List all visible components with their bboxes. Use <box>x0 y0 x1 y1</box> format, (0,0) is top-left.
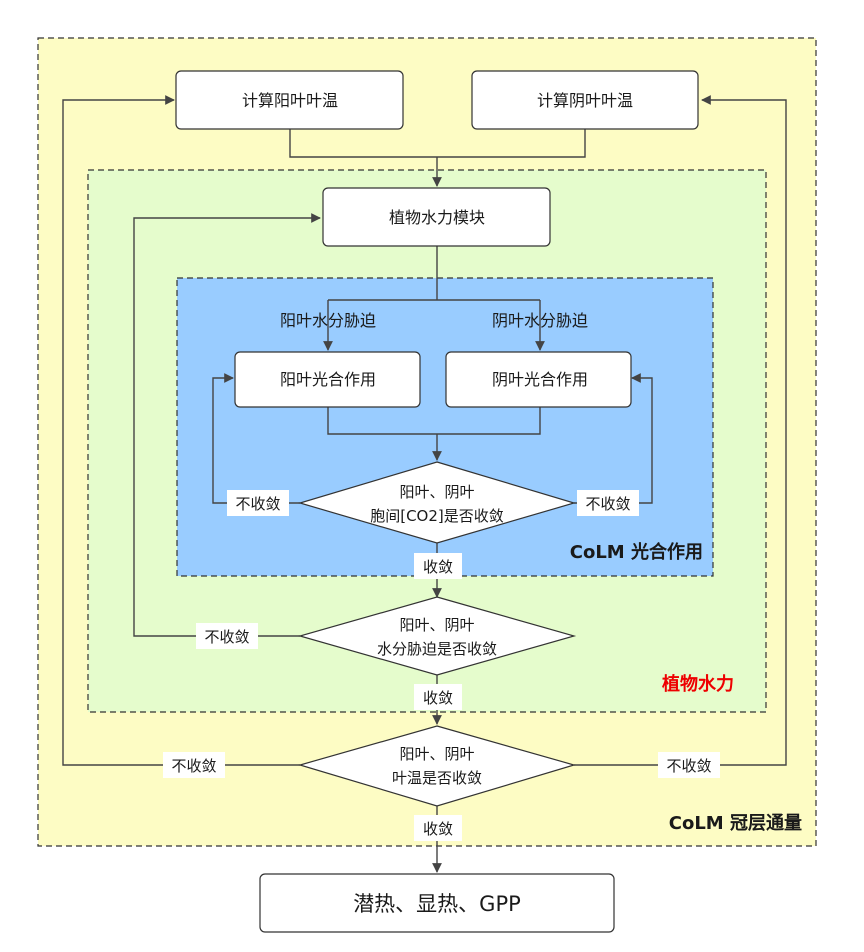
water-stress-convergence-decision <box>297 596 577 676</box>
sun-leaf-photosynthesis-box <box>234 351 421 408</box>
edge-photo-merge <box>327 407 541 435</box>
co2-converged-label: 收敛 <box>423 558 453 576</box>
photosynthesis-region-label: CoLM 光合作用 <box>570 541 703 563</box>
temp-converged-label: 收敛 <box>423 820 453 838</box>
temp-not-converged-right-label: 不收敛 <box>666 757 711 775</box>
water-not-converged-label: 不收敛 <box>204 628 249 646</box>
final-output-label: 潜热、显热、GPP <box>353 892 521 916</box>
plant-hydraulics-module-label: 植物水力模块 <box>389 208 485 227</box>
final-output-box <box>259 873 615 933</box>
temp-decision-line2: 叶温是否收敛 <box>392 769 482 787</box>
plant-hydraulics-module-box <box>322 187 551 247</box>
canopy-region-label: CoLM 冠层通量 <box>669 812 802 834</box>
sun-leaf-photosynthesis-label: 阳叶光合作用 <box>280 370 376 389</box>
calc-sun-leaf-temp-label: 计算阳叶叶温 <box>242 91 338 110</box>
leaf-temp-convergence-decision <box>297 725 577 807</box>
calc-shade-leaf-temp-label: 计算阴叶叶温 <box>537 91 633 110</box>
shade-leaf-photosynthesis-label: 阴叶光合作用 <box>492 370 588 389</box>
co2-not-converged-right-label: 不收敛 <box>585 495 630 513</box>
co2-convergence-decision <box>297 461 577 544</box>
water-converged-label: 收敛 <box>423 689 453 707</box>
calc-shade-leaf-temp-box <box>471 70 699 130</box>
sun-leaf-water-stress-label: 阳叶水分胁迫 <box>280 311 376 330</box>
water-decision-line2: 水分胁迫是否收敛 <box>377 640 497 658</box>
shade-leaf-photosynthesis-box <box>445 351 632 408</box>
temp-not-converged-left-label: 不收敛 <box>171 757 216 775</box>
calc-sun-leaf-temp-box <box>175 70 404 130</box>
shade-leaf-water-stress-label: 阴叶水分胁迫 <box>492 311 588 330</box>
co2-decision-line2: 胞间[CO2]是否收敛 <box>370 507 504 525</box>
co2-decision-line1: 阳叶、阴叶 <box>399 483 474 501</box>
hydraulics-region-label: 植物水力 <box>662 673 734 695</box>
co2-not-converged-left-label: 不收敛 <box>235 495 280 513</box>
water-decision-line1: 阳叶、阴叶 <box>399 616 474 634</box>
temp-decision-line1: 阳叶、阴叶 <box>399 745 474 763</box>
